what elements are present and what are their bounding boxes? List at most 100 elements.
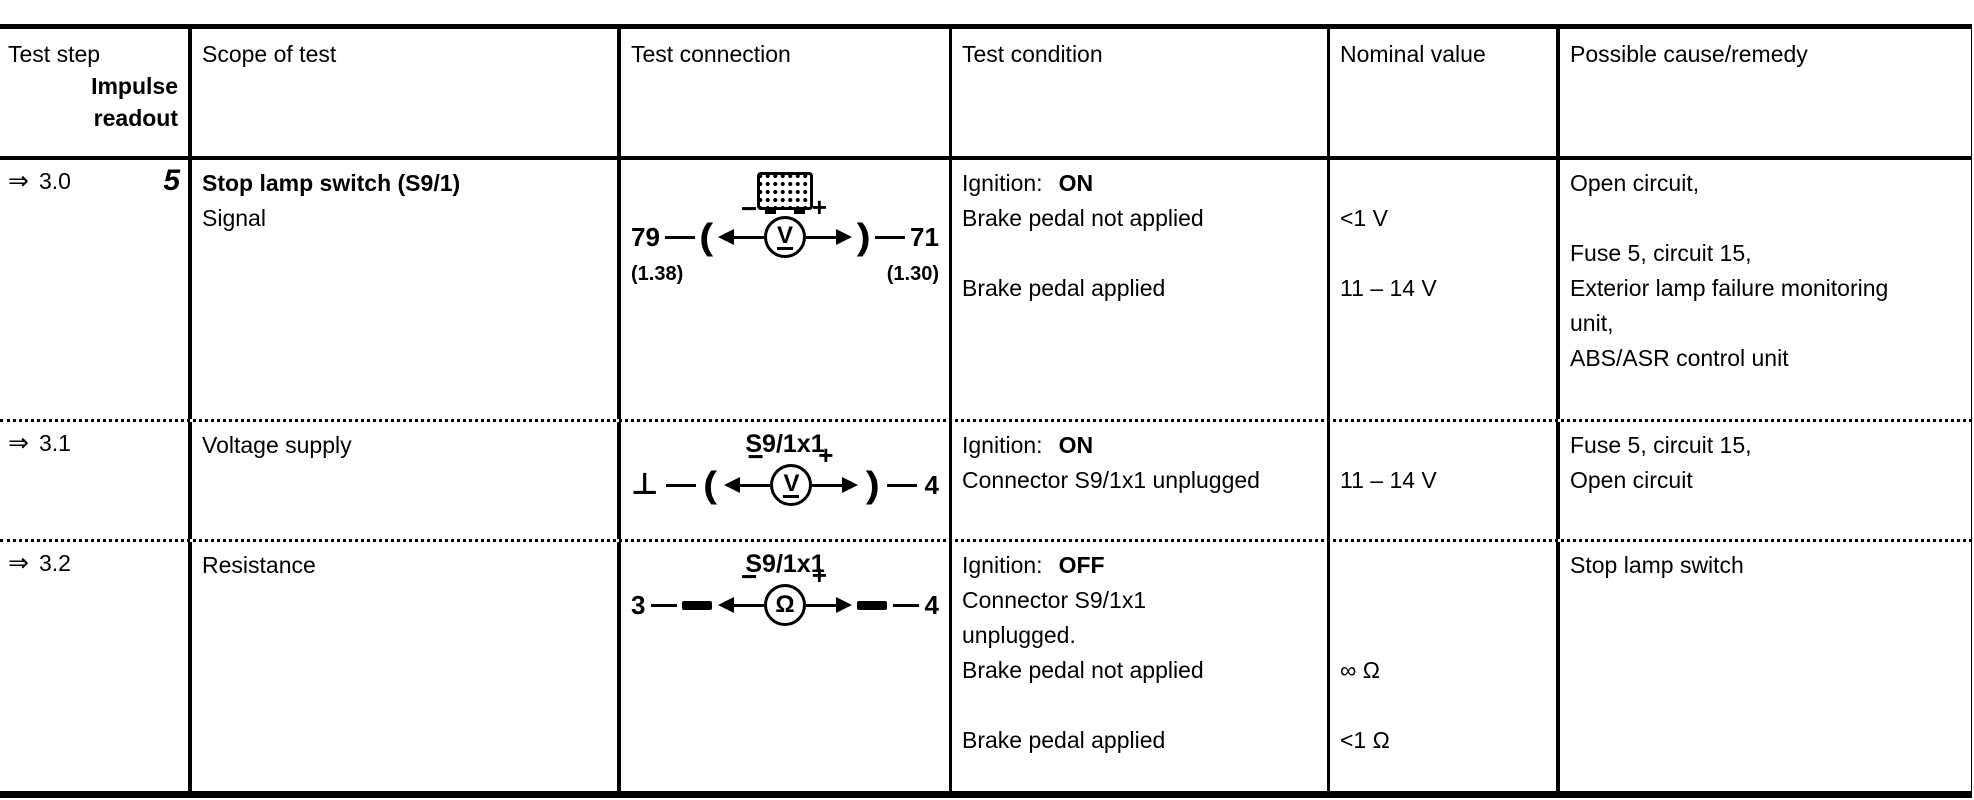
cell-condition-3-0: Ignition:ON Brake pedal not applied Brak… (952, 160, 1330, 419)
remedy-line: ABS/ASR control unit (1570, 345, 1789, 371)
wire-segment (875, 235, 906, 239)
right-pin-number: 4 (924, 470, 939, 500)
right-pin-number: 4 (924, 590, 939, 620)
spacer-line (1340, 428, 1546, 463)
condition-line: unplugged. (962, 622, 1076, 648)
left-pin-number: 3 (631, 590, 646, 620)
remedy-line: Fuse 5, circuit 15, (1570, 240, 1752, 266)
cell-scope-3-2: Resistance (192, 542, 621, 791)
header-condition: Test condition (952, 29, 1330, 156)
header-test-step-label: Test step (8, 41, 101, 67)
header-impulse-label: Impulse (91, 73, 178, 99)
condition-line: Ignition:OFF (962, 552, 1105, 578)
meter-symbol: V (783, 469, 800, 498)
spacer-line (1340, 236, 1546, 271)
ohmmeter-icon: − Ω + (717, 562, 852, 626)
header-readout-label: readout (93, 105, 178, 131)
condition-line: Connector S9/1x1 unplugged (962, 467, 1260, 493)
minus-polarity: − (740, 193, 758, 224)
condition-line: Ignition:ON (962, 170, 1094, 196)
meter-symbol: Ω (775, 591, 795, 618)
left-pin-number: 79 (631, 222, 660, 252)
meter-connection-diagram: 3 − Ω + (631, 562, 939, 626)
probe-arrow-right-icon (835, 229, 852, 245)
table-header-row: Test step Impulse readout Scope of test … (0, 29, 1972, 160)
cell-step-3-2: ⇒3.2 (0, 542, 192, 791)
meter-symbol: V (776, 221, 793, 250)
remedy-line: Open circuit (1570, 467, 1693, 493)
right-pin-reference: (1.30) (886, 263, 939, 285)
remedy-line: Open circuit, (1570, 170, 1700, 196)
cell-nominal-3-2: ∞ Ω <1 Ω (1330, 542, 1560, 791)
spacer-line (962, 236, 1317, 271)
probe-arrow-right-icon (835, 597, 852, 613)
impulse-readout-value: 5 (163, 164, 180, 197)
cell-condition-3-1: Ignition:ON Connector S9/1x1 unplugged (952, 422, 1330, 539)
voltmeter-icon: − V + (717, 194, 852, 258)
cell-remedy-3-2: Stop lamp switch (1560, 542, 1972, 791)
cell-connection-3-1: S9/1x1 ⊥ ( − V + (621, 422, 952, 539)
diagnostic-test-table: Test step Impulse readout Scope of test … (0, 24, 1972, 798)
ground-symbol-icon: ⊥ (631, 468, 659, 501)
connector-label: S9/1x1 (745, 430, 825, 458)
cell-nominal-3-1: 11 – 14 V (1330, 422, 1560, 539)
cell-nominal-3-0: <1 V 11 – 14 V (1330, 160, 1560, 419)
step-number: ⇒3.0 (8, 167, 71, 195)
table-row-3-1: ⇒3.1 Voltage supply S9/1x1 ⊥ ( − V (0, 419, 1972, 539)
connector-label: S9/1x1 (745, 550, 825, 578)
header-test-step: Test step Impulse readout (0, 29, 192, 156)
remedy-line: Stop lamp switch (1570, 552, 1744, 578)
condition-line: Brake pedal applied (962, 727, 1166, 753)
impulse-counter-icon (757, 172, 813, 214)
probe-arrow-left-icon (717, 597, 734, 613)
probe-arrow-right-icon (842, 477, 859, 493)
flat-terminal-icon (857, 600, 888, 610)
cell-step-3-1: ⇒3.1 (0, 422, 192, 539)
condition-line: Connector S9/1x1 (962, 587, 1147, 613)
header-remedy: Possible cause/remedy (1560, 29, 1972, 156)
wire-segment (664, 235, 695, 239)
spacer-line (1340, 583, 1546, 618)
cell-scope-3-1: Voltage supply (192, 422, 621, 539)
header-connection: Test connection (621, 29, 952, 156)
left-pin-reference: (1.38) (631, 263, 684, 285)
nominal-value: ∞ Ω (1340, 657, 1380, 683)
remedy-line: unit, (1570, 310, 1614, 336)
table-row-3-2: ⇒3.2 Resistance S9/1x1 3 − Ω (0, 539, 1972, 791)
flat-terminal-icon (682, 600, 713, 610)
nominal-value: <1 Ω (1340, 727, 1390, 753)
step-number: ⇒3.1 (8, 429, 71, 457)
condition-line: Brake pedal not applied (962, 657, 1204, 683)
scope-title: Stop lamp switch (S9/1) (202, 170, 461, 196)
socket-close-icon: ) (865, 464, 880, 505)
minus-polarity: − (747, 441, 764, 472)
wire-segment (892, 603, 919, 607)
probe-arrow-left-icon (717, 229, 734, 245)
wire-segment (665, 483, 696, 487)
step-arrow-icon: ⇒ (8, 167, 29, 195)
scope-title: Voltage supply (202, 432, 352, 458)
table-row-3-0: ⇒3.0 5 Stop lamp switch (S9/1) Signal 79… (0, 160, 1972, 419)
nominal-value: 11 – 14 V (1340, 275, 1437, 301)
condition-line: Ignition:ON (962, 432, 1094, 458)
meter-connection-diagram: 79 ( − V + ) (631, 194, 939, 258)
cell-condition-3-2: Ignition:OFF Connector S9/1x1 unplugged.… (952, 542, 1330, 791)
condition-line: Brake pedal applied (962, 275, 1166, 301)
wire-segment (650, 603, 677, 607)
header-nominal: Nominal value (1330, 29, 1560, 156)
socket-close-icon: ) (856, 216, 871, 257)
step-arrow-icon: ⇒ (8, 549, 29, 577)
plus-polarity: + (818, 440, 834, 470)
wire-segment (887, 483, 918, 487)
minus-polarity: − (740, 561, 758, 592)
spacer-line (1340, 548, 1546, 583)
cell-step-3-0: ⇒3.0 5 (0, 160, 192, 419)
voltmeter-icon: − V + (724, 442, 859, 506)
cell-connection-3-2: S9/1x1 3 − Ω + (621, 542, 952, 791)
plus-polarity: + (811, 560, 827, 590)
step-arrow-icon: ⇒ (8, 429, 29, 457)
spacer-line (962, 688, 1317, 723)
spacer-line (1340, 688, 1546, 723)
right-pin-number: 71 (910, 222, 939, 252)
cell-remedy-3-0: Open circuit, Fuse 5, circuit 15, Exteri… (1560, 160, 1972, 419)
